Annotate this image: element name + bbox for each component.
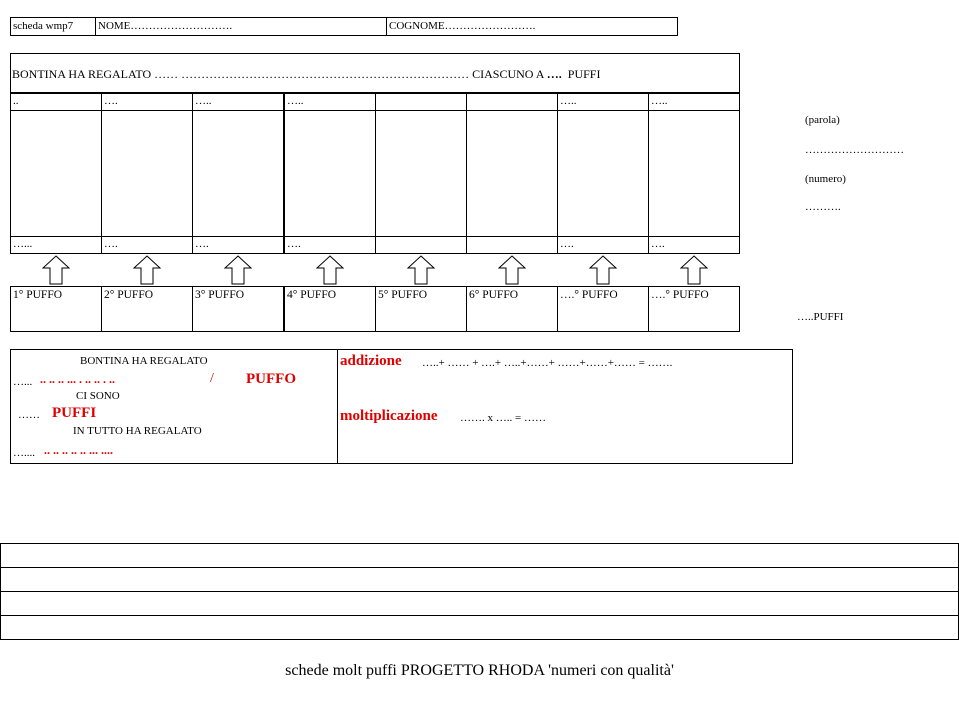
up-arrow-icon xyxy=(224,255,252,285)
writing-line-divider xyxy=(0,615,959,616)
summary-line3: CI SONO xyxy=(76,390,120,402)
top-label-cell[interactable] xyxy=(375,93,467,111)
up-arrow-icon xyxy=(680,255,708,285)
parola-field[interactable]: ……………………… xyxy=(805,144,904,156)
gift-dots: …. xyxy=(546,67,562,81)
up-arrow-icon xyxy=(42,255,70,285)
drawing-cell[interactable] xyxy=(648,110,740,237)
bottom-label-cell[interactable] xyxy=(466,236,558,254)
puffi-total-label: …..PUFFI xyxy=(797,311,844,323)
summary-line2-red[interactable]: .. .. .. ... . .. .. . .. xyxy=(40,372,115,386)
nome-field[interactable]: NOME………………………. xyxy=(95,17,387,36)
puffo-cell: ….° PUFFO xyxy=(557,286,649,332)
summary-line6-red[interactable]: .. .. .. .. .. ... .... xyxy=(44,443,113,457)
puffo-cell: 6° PUFFO xyxy=(466,286,558,332)
bottom-label-cell[interactable]: …. xyxy=(284,236,376,254)
bottom-label-cell[interactable]: …. xyxy=(648,236,740,254)
summary-line2-dots: …... xyxy=(13,376,33,388)
scheda-label: scheda wmp7 xyxy=(10,17,96,36)
up-arrow-icon xyxy=(133,255,161,285)
gift-part2: PUFFI xyxy=(567,67,601,81)
up-arrow-icon xyxy=(498,255,526,285)
drawing-cell[interactable] xyxy=(375,110,467,237)
drawing-cell[interactable] xyxy=(466,110,558,237)
moltiplicazione-label: moltiplicazione xyxy=(340,408,438,424)
bottom-label-cell[interactable]: …. xyxy=(557,236,649,254)
bottom-label-cell[interactable]: …... xyxy=(10,236,102,254)
top-label-cell[interactable]: .. xyxy=(10,93,102,111)
summary-puffo: PUFFO xyxy=(246,371,296,387)
puffo-cell: 2° PUFFO xyxy=(101,286,193,332)
summary-divider xyxy=(337,349,338,464)
summary-slash: / xyxy=(210,371,214,386)
addizione-expr[interactable]: …..+ …… + ….+ …..+……+ ……+……+…… = ……. xyxy=(422,357,673,369)
top-label-cell[interactable]: ….. xyxy=(284,93,376,111)
top-label-cell[interactable]: …. xyxy=(101,93,193,111)
summary-line4-dots[interactable]: …… xyxy=(18,409,40,421)
puffo-cell: 1° PUFFO xyxy=(10,286,102,332)
bottom-label-cell[interactable]: …. xyxy=(192,236,284,254)
puffo-cell: 5° PUFFO xyxy=(375,286,467,332)
cognome-field[interactable]: COGNOME……………………. xyxy=(386,17,678,36)
top-label-cell[interactable]: ….. xyxy=(557,93,649,111)
up-arrow-icon xyxy=(316,255,344,285)
drawing-cell[interactable] xyxy=(557,110,649,237)
drawing-cell[interactable] xyxy=(192,110,284,237)
drawing-cell[interactable] xyxy=(10,110,102,237)
bottom-label-cell[interactable] xyxy=(375,236,467,254)
summary-line6-dots: ….... xyxy=(13,447,35,459)
moltiplicazione-expr[interactable]: ……. x ….. = …… xyxy=(460,412,546,424)
gift-text: BONTINA HA REGALATO …… ……………………………………………… xyxy=(12,67,600,82)
puffo-cell: 3° PUFFO xyxy=(192,286,284,332)
summary-box xyxy=(10,349,793,464)
writing-line-divider xyxy=(0,591,959,592)
up-arrow-icon xyxy=(589,255,617,285)
addizione-label: addizione xyxy=(340,353,402,369)
footer-title: schede molt puffi PROGETTO RHODA 'numeri… xyxy=(285,662,674,679)
top-label-cell[interactable]: ….. xyxy=(192,93,284,111)
summary-puffi: PUFFI xyxy=(52,405,97,421)
numero-label: (numero) xyxy=(805,173,846,185)
top-label-cell[interactable] xyxy=(466,93,558,111)
up-arrow-icon xyxy=(407,255,435,285)
gift-row xyxy=(10,53,740,93)
puffo-cell: ….° PUFFO xyxy=(648,286,740,332)
summary-line5: IN TUTTO HA REGALATO xyxy=(73,425,202,437)
writing-line-divider xyxy=(0,567,959,568)
top-label-cell[interactable]: ….. xyxy=(648,93,740,111)
numero-field[interactable]: ………. xyxy=(805,201,841,213)
summary-line1: BONTINA HA REGALATO xyxy=(80,355,208,367)
drawing-cell[interactable] xyxy=(101,110,193,237)
gift-part1: BONTINA HA REGALATO …… ……………………………………………… xyxy=(12,67,547,81)
parola-label: (parola) xyxy=(805,114,840,126)
bottom-label-cell[interactable]: …. xyxy=(101,236,193,254)
drawing-cell[interactable] xyxy=(284,110,376,237)
puffo-cell: 4° PUFFO xyxy=(284,286,376,332)
